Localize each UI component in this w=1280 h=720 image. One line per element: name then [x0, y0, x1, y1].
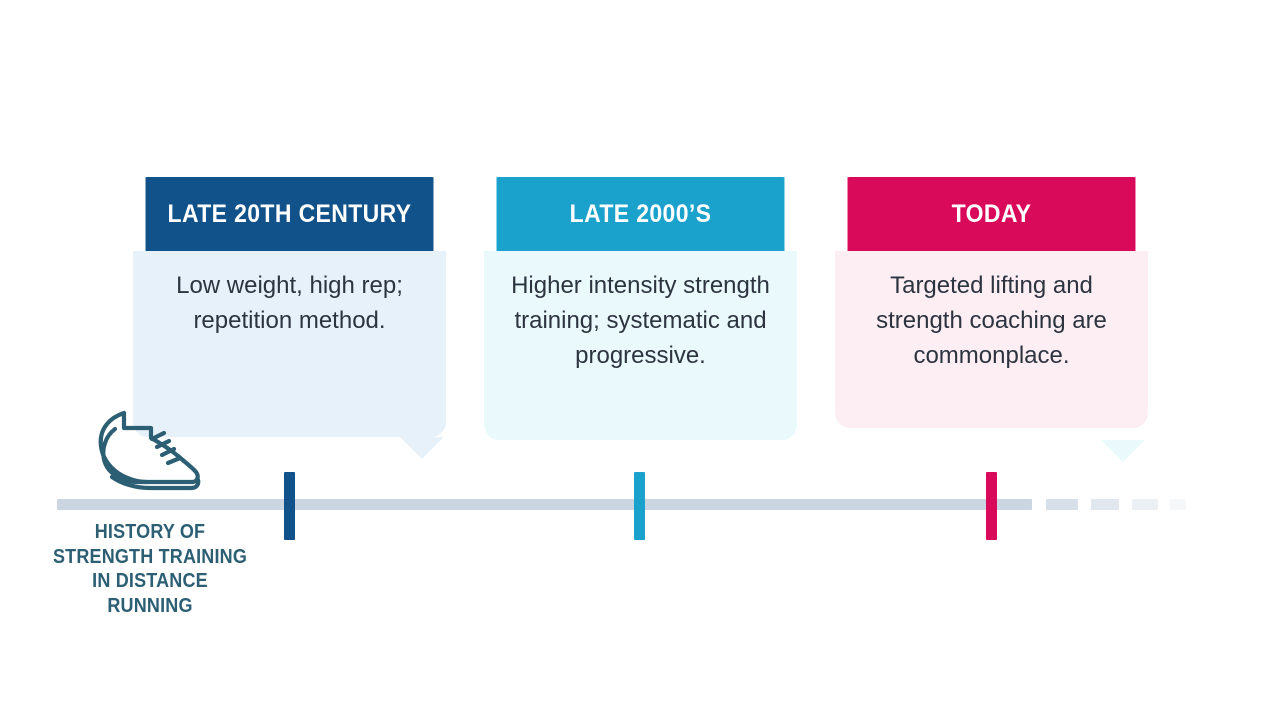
timeline-marker-late-2000s [634, 472, 645, 540]
timeline-marker-late-20th-century [284, 472, 295, 540]
running-shoe-icon [98, 410, 201, 491]
milestone-body-late-2000s: Higher intensity strength training; syst… [484, 251, 797, 440]
milestone-card-inner: LATE 2000’S Higher intensity strength tr… [484, 177, 797, 440]
milestone-body-today: Targeted lifting and strength coaching a… [835, 251, 1148, 428]
timeline-axis [57, 499, 1186, 510]
milestone-title-today: TODAY [847, 177, 1136, 251]
milestone-card-late-2000s: LATE 2000’S Higher intensity strength tr… [484, 177, 1145, 462]
timeline-axis-dash-4 [1170, 499, 1186, 510]
timeline-axis-dash-2 [1091, 499, 1119, 510]
timeline-axis-solid-line [57, 499, 1032, 510]
milestone-card-inner: TODAY Targeted lifting and strength coac… [835, 177, 1148, 428]
milestone-body-late-20th-century: Low weight, high rep; repetition method. [133, 251, 446, 437]
timeline-intro-block: HISTORY OF STRENGTH TRAINING IN DISTANCE… [40, 405, 260, 618]
milestone-card-tail [1101, 440, 1145, 462]
milestone-card-inner: LATE 20TH CENTURY Low weight, high rep; … [133, 177, 446, 437]
timeline-marker-today [986, 472, 997, 540]
milestone-card-today: TODAY Targeted lifting and strength coac… [835, 177, 1148, 428]
milestone-title-late-2000s: LATE 2000’S [496, 177, 785, 251]
milestone-card-tail [400, 437, 444, 459]
milestone-title-late-20th-century: LATE 20TH CENTURY [145, 177, 434, 251]
timeline-axis-dash-3 [1132, 499, 1158, 510]
milestone-card-late-20th-century: LATE 20TH CENTURY Low weight, high rep; … [133, 177, 446, 459]
timeline-axis-dash-1 [1046, 499, 1078, 510]
timeline-caption: HISTORY OF STRENGTH TRAINING IN DISTANCE… [52, 521, 248, 617]
